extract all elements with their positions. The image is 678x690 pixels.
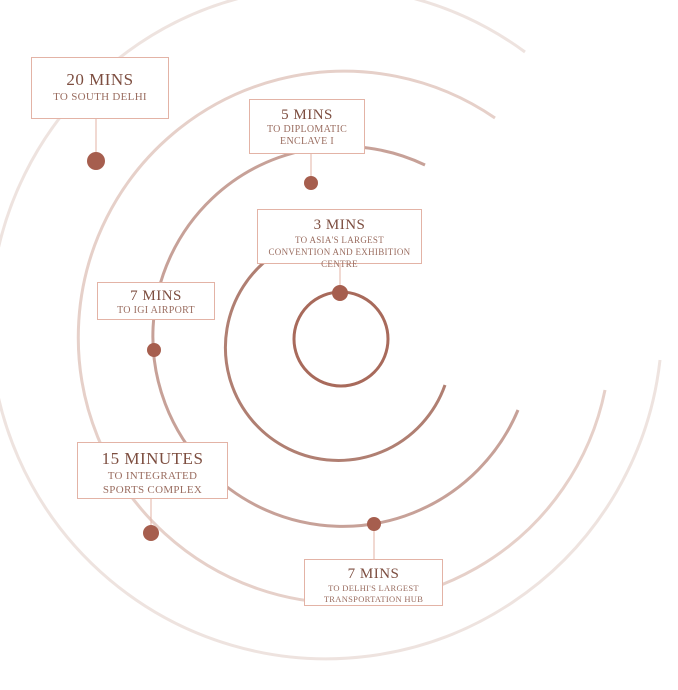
label-convention: 3 MINS TO ASIA'S LARGEST CONVENTION AND … [257, 209, 422, 269]
label-igi-time: 7 MINS [130, 288, 182, 304]
label-igi: 7 MINS TO IGI AIRPORT [97, 282, 215, 320]
dot-diplomatic [304, 176, 318, 190]
ring-center [292, 290, 390, 388]
dot-south-delhi [87, 152, 105, 170]
label-diplomatic-time: 5 MINS [281, 107, 333, 123]
label-diplomatic: 5 MINS TO DIPLOMATIC ENCLAVE I [249, 99, 365, 154]
label-south-delhi: 20 MINS TO SOUTH DELHI [31, 57, 169, 119]
label-diplomatic-desc: TO DIPLOMATIC ENCLAVE I [266, 124, 348, 147]
label-transport: 7 MINS TO DELHI'S LARGEST TRANSPORTATION… [304, 559, 443, 606]
dot-sports [143, 525, 159, 541]
label-igi-desc: TO IGI AIRPORT [117, 305, 195, 316]
ring-outermost [0, 0, 662, 661]
label-south-delhi-time: 20 MINS [66, 70, 134, 89]
label-convention-desc: TO ASIA'S LARGEST CONVENTION AND EXHIBIT… [268, 235, 411, 269]
label-south-delhi-desc: TO SOUTH DELHI [53, 91, 147, 103]
ring-large [76, 69, 607, 605]
label-transport-desc: TO DELHI'S LARGEST TRANSPORTATION HUB [323, 583, 424, 604]
label-sports: 15 MINUTES TO INTEGRATED SPORTS COMPLEX [77, 442, 228, 499]
label-sports-desc: TO INTEGRATED SPORTS COMPLEX [102, 470, 203, 496]
ring-medium [151, 144, 520, 528]
dot-convention [332, 285, 348, 301]
label-transport-time: 7 MINS [347, 566, 400, 582]
label-convention-time: 3 MINS [313, 217, 366, 233]
dot-igi [147, 343, 161, 357]
label-sports-time: 15 MINUTES [101, 449, 204, 468]
dot-transport [367, 517, 381, 531]
